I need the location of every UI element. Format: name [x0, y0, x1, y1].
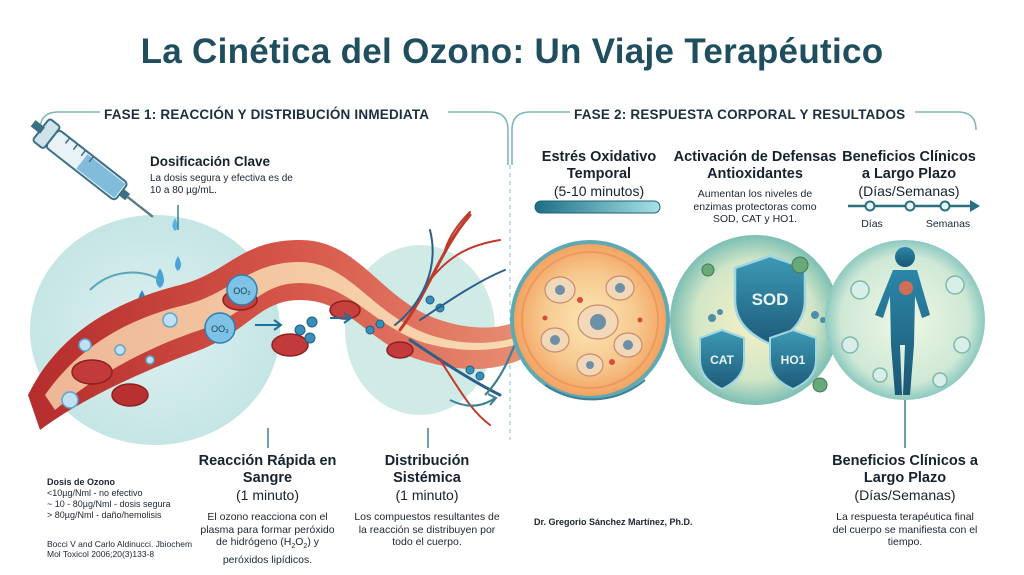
activacion-block: Activación de Defensas Antioxidantes Aum…: [670, 149, 840, 226]
syringe-icon: [30, 118, 154, 218]
beneficios-top-block: Beneficios Clínicos a Largo Plazo (Días/…: [838, 149, 980, 200]
phase2-heading: FASE 2: RESPUESTA CORPORAL Y RESULTADOS: [574, 107, 906, 122]
flow-arrow-icon: [255, 319, 283, 331]
shield-cat-icon: CAT: [699, 328, 745, 391]
dosis-ozono-line: > 80µg/Nml - daño/hemolisis: [47, 510, 162, 520]
cat-label: CAT: [710, 353, 734, 367]
drop-icon: [172, 218, 178, 231]
estres-title: Estrés Oxidativo Temporal: [541, 149, 657, 182]
red-blood-cell: [71, 359, 113, 385]
flow-arrow-icon: [330, 312, 353, 324]
timeline-bar: [848, 200, 980, 212]
estres-block: Estrés Oxidativo Temporal (5-10 minutos): [530, 149, 668, 200]
cell-icon: [841, 275, 971, 388]
o2-label: OO₂: [233, 286, 251, 296]
citation-line: Bocci V and Carlo Aldinucci. Jbiochem: [47, 539, 193, 549]
shield-ho1-icon: HO1: [769, 328, 817, 391]
author-credit: Dr. Gregorio Sánchez Martínez, Ph.D.: [534, 517, 693, 527]
beneficios-bottom-block: Beneficios Clínicos a Largo Plazo (Días/…: [830, 453, 980, 549]
drop-icon: [175, 256, 181, 271]
red-blood-cell: [111, 383, 149, 407]
dosis-clave-block: Dosificación Clave La dosis segura y efe…: [150, 153, 300, 197]
vessel-branches: [394, 211, 506, 426]
distribucion-title: Distribución Sistémica: [384, 453, 470, 486]
bubble: [162, 312, 178, 328]
timeline-end-label: Semanas: [925, 218, 971, 230]
bubble: [78, 338, 92, 352]
dosis-ozono-block: Dosis de Ozono <10µg/Nml - no efectivo ~…: [47, 477, 197, 521]
timeline-start-label: Días: [861, 218, 883, 230]
dosis-ozono-title: Dosis de Ozono: [47, 477, 116, 487]
dosis-ozono-line: <10µg/Nml - no efectivo: [47, 488, 143, 498]
dosis-clave-text: La dosis segura y efectiva es de 10 a 80…: [150, 173, 293, 196]
distribucion-text: Los compuestos resultantes de la reacció…: [354, 511, 500, 548]
activacion-text: Aumentan los niveles de enzimas protecto…: [693, 188, 817, 225]
distribucion-time: (1 minuto): [395, 487, 459, 503]
heart-glow: [899, 281, 913, 295]
citation-block: Bocci V and Carlo Aldinucci. Jbiochem Mo…: [47, 539, 217, 559]
estres-time: (5-10 minutos): [553, 183, 645, 199]
bubble: [114, 344, 126, 356]
dosis-clave-title: Dosificación Clave: [150, 154, 271, 169]
beneficios-top-time: (Días/Semanas): [858, 183, 960, 199]
dosis-ozono-line: ~ 10 - 80µg/Nml - dosis segura: [47, 499, 171, 509]
molecule-icon: [708, 309, 826, 323]
distribucion-block: Distribución Sistémica (1 minuto) Los co…: [352, 453, 502, 549]
beneficios-bottom-text: La respuesta terapéutica final del cuerp…: [832, 511, 978, 548]
red-blood-cell: [386, 341, 414, 359]
human-body-icon: [875, 247, 930, 395]
activacion-title: Activación de Defensas Antioxidantes: [673, 149, 837, 182]
page-title: La Cinética del Ozono: Un Viaje Terapéut…: [140, 32, 884, 71]
beneficios-bottom-time: (Días/Semanas): [854, 487, 956, 503]
drop-icon: [156, 268, 164, 288]
sod-label: SOD: [752, 290, 789, 309]
citation-line: Mol Toxicol 2006;20(3)133-8: [47, 549, 155, 559]
red-blood-cell: [329, 300, 361, 320]
oxidative-stress-bar: [534, 200, 661, 214]
reaccion-title: Reacción Rápida en Sangre: [198, 453, 337, 486]
beneficios-top-title: Beneficios Clínicos a Largo Plazo: [842, 149, 976, 182]
reaccion-text: El ozono reacciona con el plasma para fo…: [200, 511, 335, 566]
bubble: [61, 391, 79, 409]
reaccion-time: (1 minuto): [235, 487, 300, 503]
reaccion-block: Reacción Rápida en Sangre (1 minuto) El …: [195, 453, 340, 566]
flow-arrow-icon: [544, 379, 646, 401]
red-blood-cell: [271, 333, 309, 357]
virus-icon: [701, 256, 828, 393]
ho1-label: HO1: [781, 353, 806, 367]
o2-molecule-icon: [226, 274, 258, 306]
flow-arrow-icon: [449, 393, 498, 407]
o3-molecule-icon: [204, 312, 236, 344]
phase1-heading: FASE 1: REACCIÓN Y DISTRIBUCIÓN INMEDIAT…: [104, 107, 430, 122]
beneficios-bottom-title: Beneficios Clínicos a Largo Plazo: [832, 453, 978, 486]
o3-label: OO₃: [211, 324, 229, 334]
flow-arrow-icon: [89, 271, 161, 291]
phase2-frame: [511, 111, 977, 165]
vessel-lumen: [45, 262, 515, 410]
bubble: [145, 355, 155, 365]
